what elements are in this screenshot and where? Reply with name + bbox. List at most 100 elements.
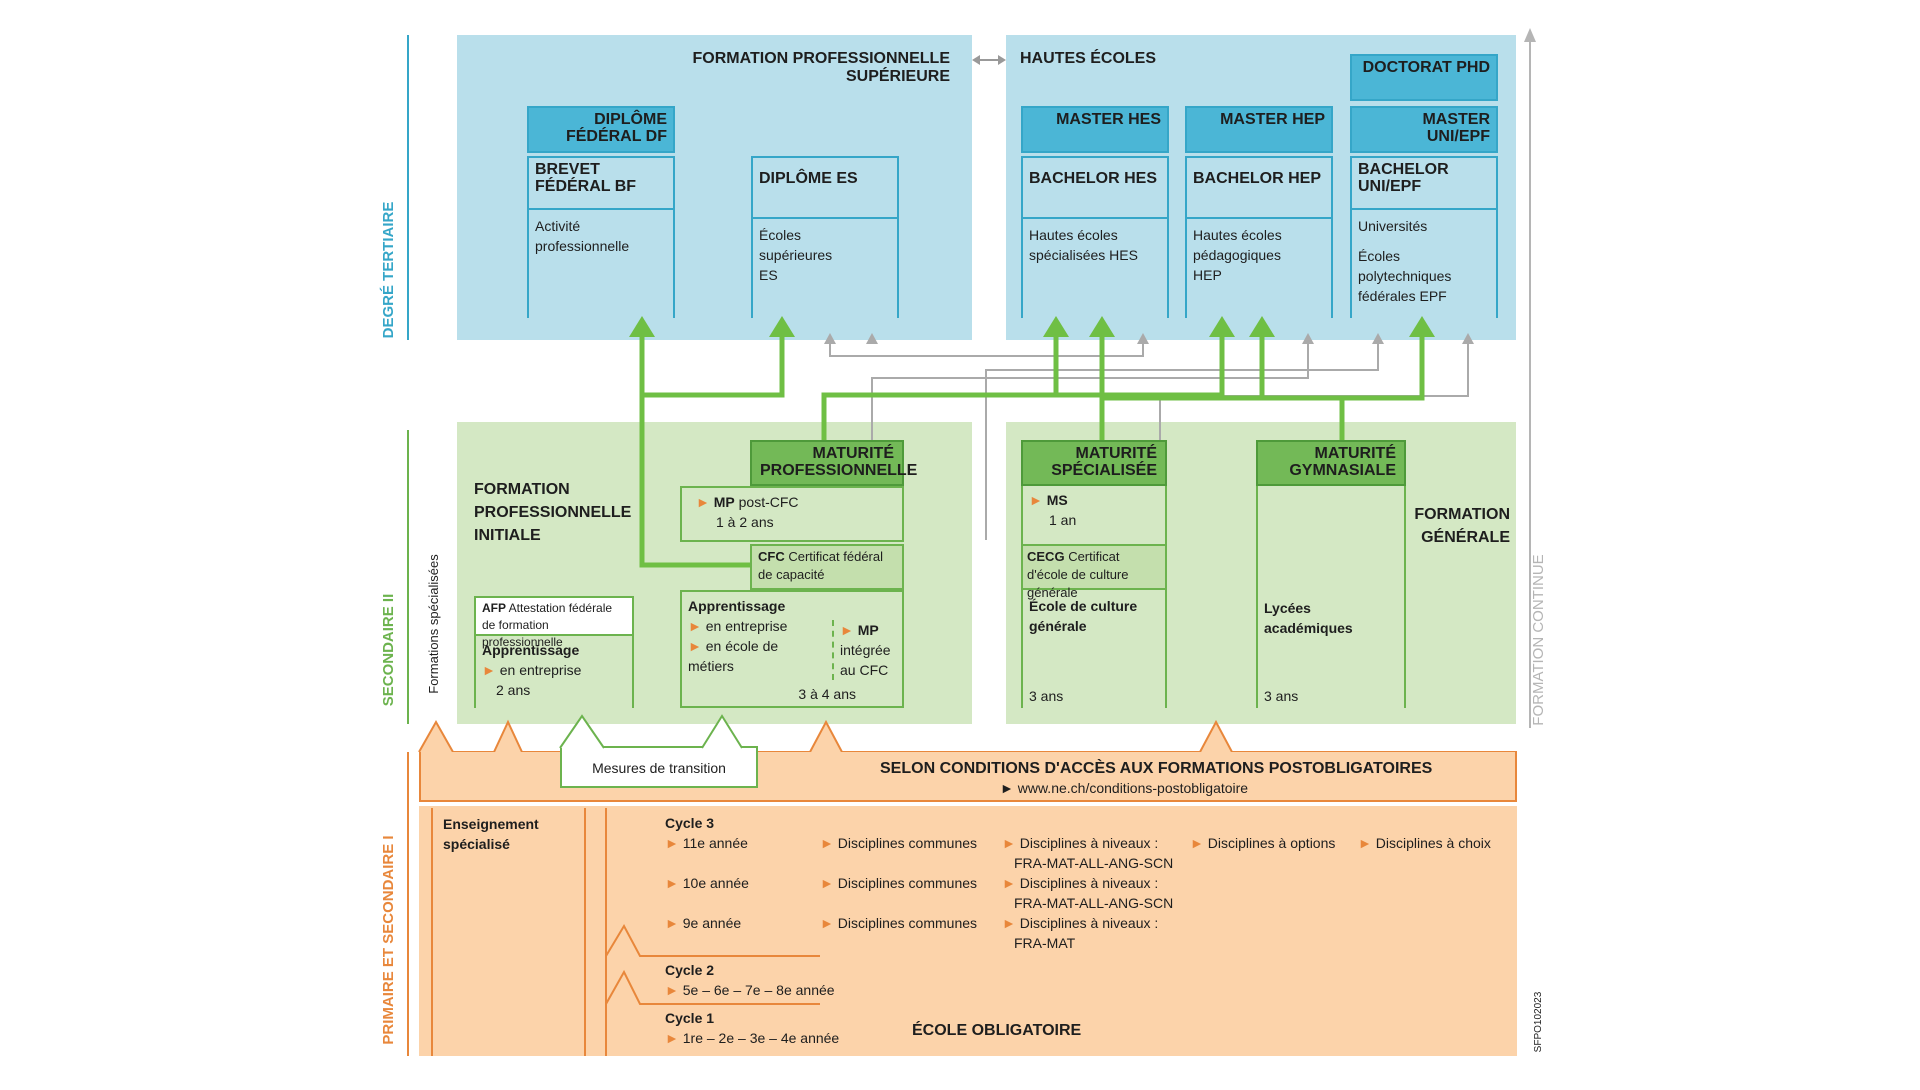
master-hep-header: MASTER HEP xyxy=(1185,106,1333,153)
cycle2-title: Cycle 2 xyxy=(665,962,715,978)
year9: ► 9e année xyxy=(665,915,742,931)
bachelor-hep-header: BACHELOR HEP xyxy=(1185,156,1333,219)
common-10-text: Disciplines communes xyxy=(837,875,978,891)
cecg-text: Certificat d'école de culture générale xyxy=(1027,549,1129,600)
mp-post-text: post-CFC xyxy=(738,494,799,510)
es-desc: Écoles supérieures ES xyxy=(759,227,833,283)
master-uni-header: MASTER UNI/EPF xyxy=(1350,106,1498,153)
hep-column: BACHELOR HEP Hautes écoles pédagogiques … xyxy=(1185,156,1333,318)
choice: ► Disciplines à choix xyxy=(1358,835,1491,851)
cecg-bold: CECG xyxy=(1027,549,1065,564)
cecg-box: CECG Certificat d'école de culture génér… xyxy=(1021,544,1167,600)
levels-10: ► Disciplines à niveaux :FRA-MAT-ALL-ANG… xyxy=(1002,875,1174,911)
mp-post-bold: MP xyxy=(713,494,735,510)
afp-text: Attestation fédérale de formation profes… xyxy=(482,601,613,649)
bf-header: BREVET FÉDÉRAL BF xyxy=(527,156,675,210)
title-vocational-initial: FORMATION PROFESSIONNELLE INITIALE xyxy=(474,481,632,544)
ms-bold: MS xyxy=(1046,492,1068,508)
choice-text: Disciplines à choix xyxy=(1375,835,1491,851)
year9-text: 9e année xyxy=(682,915,742,931)
region-compulsory xyxy=(419,806,1517,1056)
cycle1-title: Cycle 1 xyxy=(665,1010,715,1026)
mat-spec-header: MATURITÉ SPÉCIALISÉE xyxy=(1021,440,1167,486)
bf-column: BREVET FÉDÉRAL BF Activité professionnel… xyxy=(527,156,675,318)
bachelor-hes-header: BACHELOR HES xyxy=(1021,156,1169,219)
uni-desc-2: Écoles polytechniques fédérales EPF xyxy=(1358,248,1452,304)
conditions-text: SELON CONDITIONS D'ACCÈS AUX FORMATIONS … xyxy=(880,760,1433,777)
lycees-text: Lycées académiques xyxy=(1264,600,1353,636)
levels-11: ► Disciplines à niveaux :FRA-MAT-ALL-ANG… xyxy=(1002,835,1174,871)
mat-pro-header: MATURITÉ PROFESSIONNELLE xyxy=(750,440,917,486)
cfc-bold: CFC xyxy=(758,549,785,564)
common-10: ► Disciplines communes xyxy=(820,875,978,891)
title-vocational-higher: FORMATION PROFESSIONNELLE SUPÉRIEURE xyxy=(692,50,950,85)
app2-item2: en école de métiers xyxy=(688,638,779,674)
mp-post-box: ► MP post-CFC 1 à 2 ans xyxy=(680,486,904,542)
year11: ► 11e année xyxy=(665,835,748,851)
cycle1-years-text: 1re – 2e – 3e – 4e année xyxy=(682,1030,840,1046)
common-9-text: Disciplines communes xyxy=(837,915,978,931)
hes-column: BACHELOR HES Hautes écoles spécialisées … xyxy=(1021,156,1169,318)
uni-desc-1: Universités xyxy=(1358,218,1428,234)
app2-item1: en entreprise xyxy=(705,618,788,634)
mat-gym-header: MATURITÉ GYMNASIALE xyxy=(1256,440,1406,486)
apprentissage-4yr-box: Apprentissage ► en entreprise ► en école… xyxy=(680,590,904,708)
levels-9-text: FRA-MAT xyxy=(1014,935,1076,951)
options: ► Disciplines à options xyxy=(1190,835,1336,851)
cfc-text: Certificat fédéral de capacité xyxy=(758,549,883,582)
compulsory-frame xyxy=(431,808,1517,1056)
ecg-text: École de culture générale xyxy=(1029,598,1138,634)
cycle2-years-text: 5e – 6e – 7e – 8e année xyxy=(682,982,835,998)
common-11: ► Disciplines communes xyxy=(820,835,978,851)
bf-desc: Activité professionnelle xyxy=(535,218,630,254)
ms-box: ► MS 1 an xyxy=(1021,486,1167,544)
app1-title: Apprentissage xyxy=(482,642,580,658)
mp-int-text: intégrée au CFC xyxy=(840,642,891,678)
app2-title: Apprentissage xyxy=(688,598,786,614)
df-header: DIPLÔME FÉDÉRAL DF xyxy=(527,106,675,153)
ecg-box: École de culture générale 3 ans xyxy=(1021,590,1167,708)
afp-bold: AFP xyxy=(482,601,506,615)
app1-duration: 2 ans xyxy=(496,682,531,698)
apprentissage-2yr-box: Apprentissage ► en entreprise 2 ans xyxy=(474,636,634,708)
app1-item: en entreprise xyxy=(499,662,582,678)
hes-desc: Hautes écoles spécialisées HES xyxy=(1029,227,1138,263)
levels-10-text: FRA-MAT-ALL-ANG-SCN xyxy=(1014,895,1174,911)
lycees-box: Lycées académiques 3 ans xyxy=(1256,486,1406,708)
cycle3-title: Cycle 3 xyxy=(665,815,715,831)
transition-measures-box: Mesures de transition xyxy=(560,746,758,788)
common-9: ► Disciplines communes xyxy=(820,915,978,931)
transition-measures-text: Mesures de transition xyxy=(592,760,726,776)
mp-integrated: ► MP intégrée au CFC xyxy=(832,620,900,680)
es-header: DIPLÔME ES xyxy=(751,156,899,219)
hep-desc: Hautes écoles pédagogiques HEP xyxy=(1193,227,1282,283)
levels-9: ► Disciplines à niveaux :FRA-MAT xyxy=(1002,915,1159,951)
year11-text: 11e année xyxy=(682,835,748,851)
title-universities: HAUTES ÉCOLES xyxy=(1020,50,1157,67)
app2-duration: 3 à 4 ans xyxy=(798,686,856,702)
levels-11-label: Disciplines à niveaux : xyxy=(1019,835,1159,851)
afp-box: AFP Attestation fédérale de formation pr… xyxy=(474,596,634,649)
master-hes-header: MASTER HES xyxy=(1021,106,1169,153)
title-general: FORMATION GÉNÉRALE xyxy=(1414,506,1510,546)
levels-10-label: Disciplines à niveaux : xyxy=(1019,875,1159,891)
levels-11-text: FRA-MAT-ALL-ANG-SCN xyxy=(1014,855,1174,871)
common-11-text: Disciplines communes xyxy=(837,835,978,851)
mp-int-bold: MP xyxy=(857,622,879,638)
bachelor-uni-header: BACHELOR UNI/EPF xyxy=(1350,156,1498,210)
compulsory-title: ÉCOLE OBLIGATOIRE xyxy=(912,1022,1082,1039)
ms-duration: 1 an xyxy=(1049,512,1077,528)
doctorat-header: DOCTORAT PHD xyxy=(1350,54,1498,101)
options-text: Disciplines à options xyxy=(1207,835,1336,851)
cfc-box: CFC Certificat fédéral de capacité xyxy=(750,544,904,590)
mp-post-duration: 1 à 2 ans xyxy=(716,514,774,530)
year10: ► 10e année xyxy=(665,875,749,891)
ecg-duration: 3 ans xyxy=(1029,688,1064,704)
conditions-url: ► www.ne.ch/conditions-postobligatoire xyxy=(1000,780,1249,796)
uni-column: BACHELOR UNI/EPF Universités Écoles poly… xyxy=(1350,156,1498,318)
special-ed: Enseignement spécialisé xyxy=(443,816,539,852)
cycle1-years: ► 1re – 2e – 3e – 4e année xyxy=(665,1030,840,1046)
levels-9-label: Disciplines à niveaux : xyxy=(1019,915,1159,931)
lycees-duration: 3 ans xyxy=(1264,688,1299,704)
